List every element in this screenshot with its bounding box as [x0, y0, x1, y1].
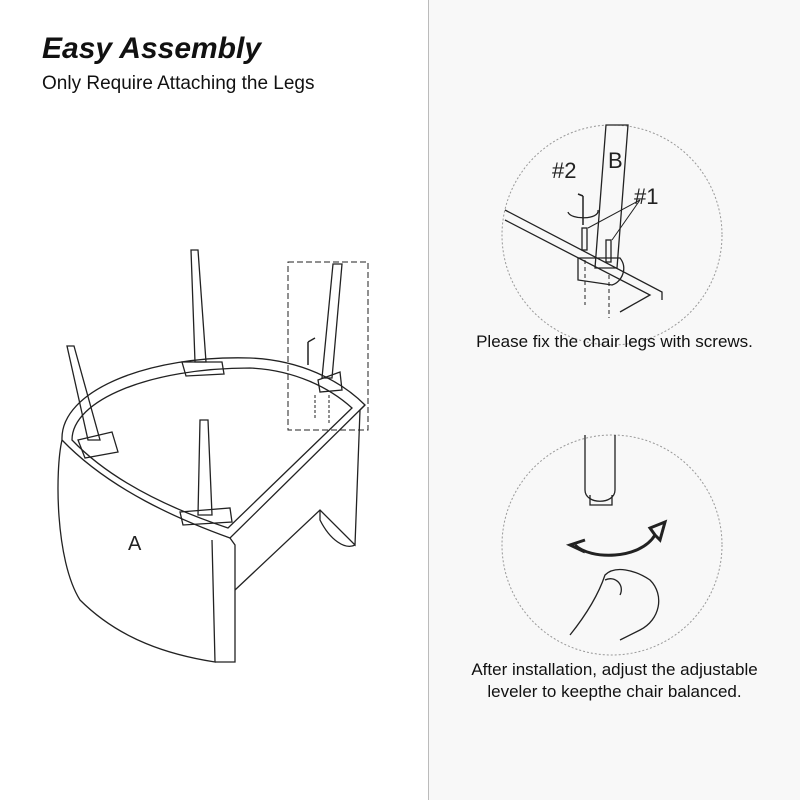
- step2-caption-line1: After installation, adjust the adjustabl…: [471, 660, 758, 679]
- step1-caption: Please fix the chair legs with screws.: [476, 332, 753, 351]
- rotate-arrow-icon: [573, 519, 668, 557]
- detail-circle-leveler: [501, 434, 723, 656]
- detail-circle-screws: [501, 124, 723, 346]
- step2-caption-line2: leveler to keepthe chair balanced.: [487, 682, 742, 701]
- right-panel: [429, 0, 800, 800]
- leg-label: B: [608, 148, 623, 173]
- page-subtitle: Only Require Attaching the Legs: [42, 73, 315, 94]
- wrench-label: #2: [552, 158, 576, 183]
- page-title: Easy Assembly: [42, 32, 262, 65]
- panel-divider: [428, 0, 429, 800]
- chair-illustration: [57, 249, 369, 663]
- left-panel: [0, 0, 428, 800]
- chair-label: A: [128, 533, 142, 555]
- screw-label: #1: [634, 184, 658, 209]
